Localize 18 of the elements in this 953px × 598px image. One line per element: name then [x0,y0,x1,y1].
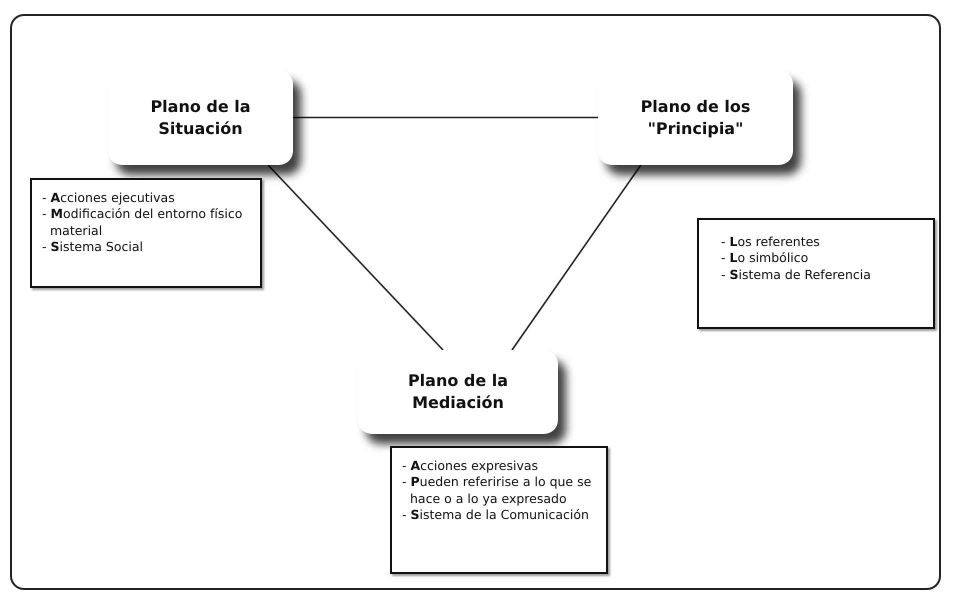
plane-title: Plano de los "Principia" [640,96,752,140]
list-item: - Acciones expresivas [402,458,540,474]
list-item: - Los referentes [721,234,821,250]
plane-box [108,70,293,165]
plane-box [598,70,793,165]
connector-line [293,116,598,118]
list-box [390,446,608,574]
plane-title: Plano de la Situación [149,96,252,140]
plane-box [358,350,558,434]
list-item: - Sistema de Referencia [721,266,872,283]
list-item: - Lo simbólico [721,250,810,266]
list-item: - Sistema de la Comunicación [402,506,590,523]
list-box [30,178,262,288]
connector-line [511,164,642,350]
list-item: - Acciones ejecutivas [42,190,176,206]
list-item: - Sistema Social [42,238,144,255]
list-box [697,218,935,329]
plane-title: Plano de la Mediación [406,370,510,414]
